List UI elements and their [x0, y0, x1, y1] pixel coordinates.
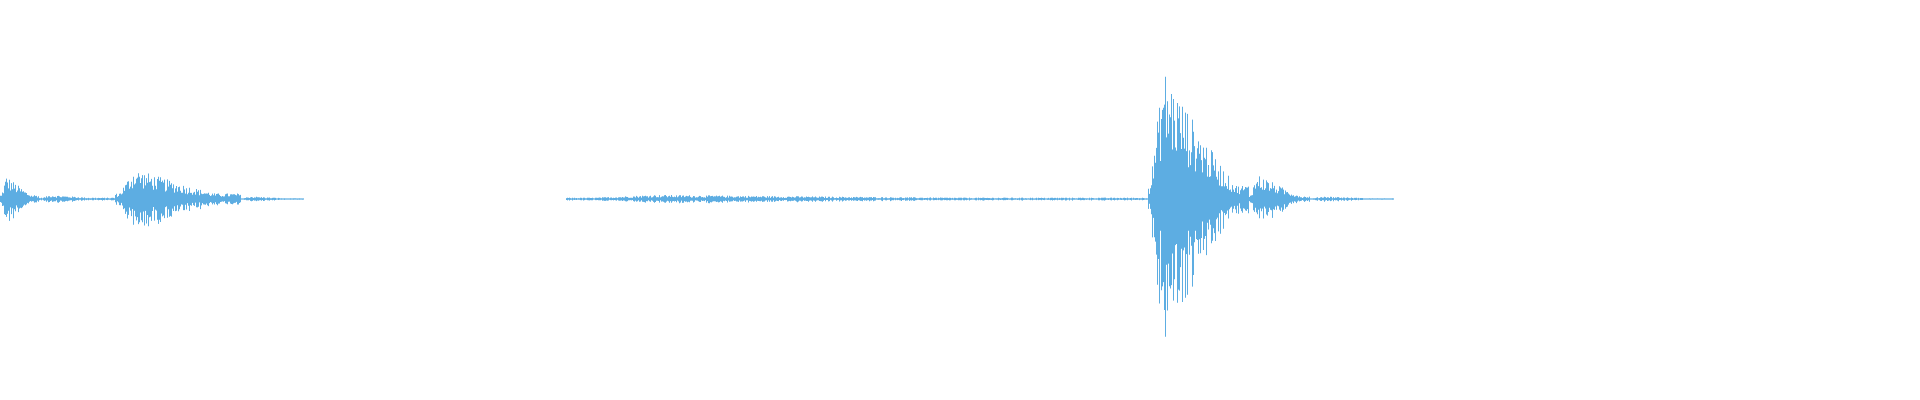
waveform-signal-path [0, 76, 1394, 337]
